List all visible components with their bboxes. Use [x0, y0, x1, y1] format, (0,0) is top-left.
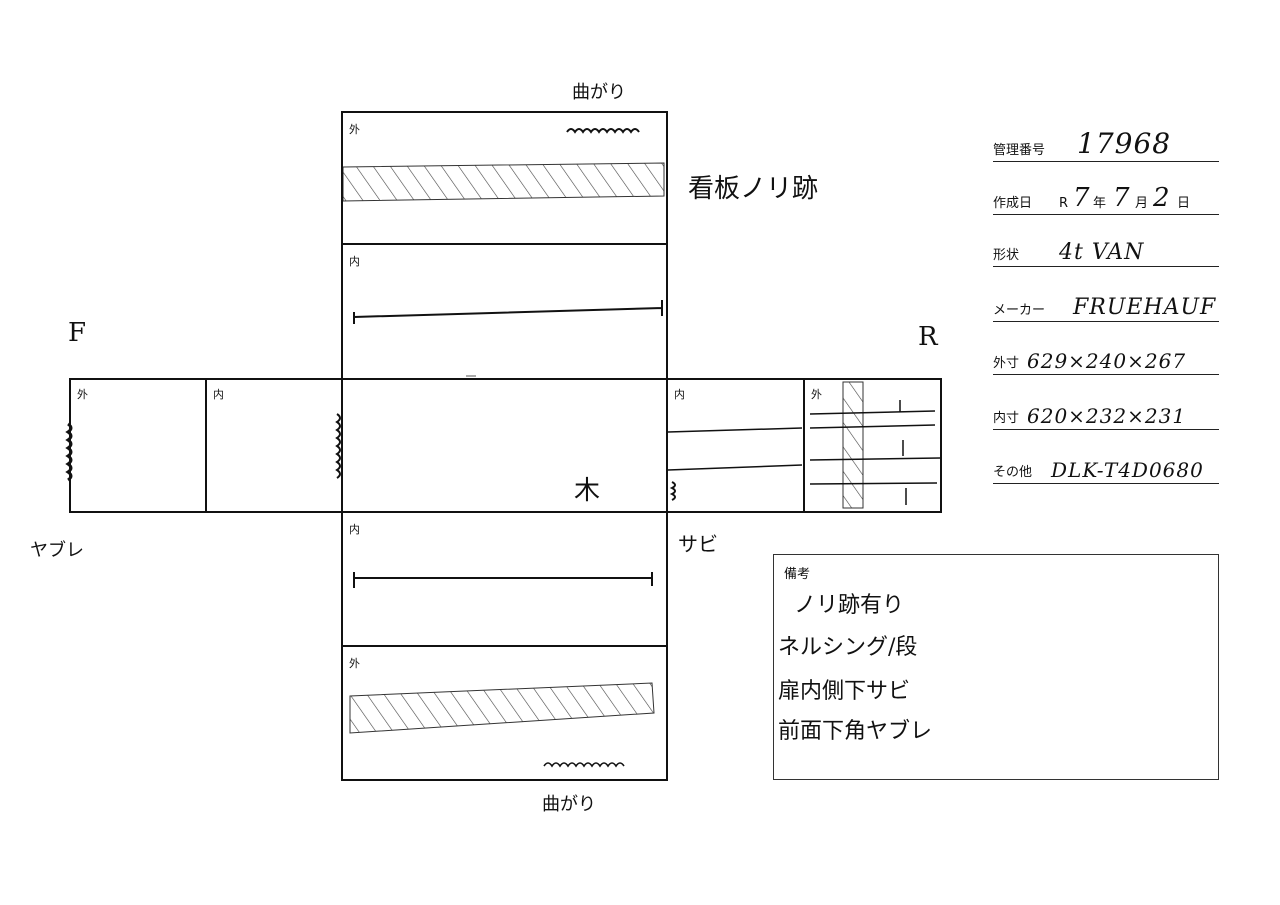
panel-label: 外: [349, 657, 360, 670]
info-creation-date: 作成日 R 7 年 7 月 2 日: [993, 183, 1219, 215]
info-value: 629×240×267: [1027, 349, 1187, 373]
front-marker: F: [68, 318, 87, 348]
remarks-line: 前面下角ヤブレ: [778, 719, 933, 744]
info-management-number: 管理番号 17968: [993, 127, 1219, 162]
info-value: FRUEHAUF: [1073, 295, 1217, 320]
remarks-line: ノリ跡有り: [794, 593, 905, 618]
rear-marker: R: [918, 322, 938, 352]
wood-note: 木: [574, 476, 601, 506]
info-other: その他 DLK-T4D0680: [993, 457, 1219, 484]
info-key: メーカー: [993, 303, 1046, 318]
panel-label: 外: [811, 388, 822, 401]
right-outer-lines: [809, 400, 941, 505]
rust-scribble: [669, 481, 676, 501]
panel-label: 内: [349, 523, 360, 536]
bend-note-bottom: 曲がり: [542, 794, 596, 815]
info-outer-dimensions: 外寸 629×240×267: [993, 348, 1219, 375]
panel-left-outer: 外: [69, 378, 207, 513]
panel-bottom-outer: 外: [341, 645, 668, 781]
remarks-title: 備考: [784, 567, 811, 582]
info-date-year: 7: [1073, 183, 1091, 213]
panel-right-outer: 外: [803, 378, 942, 513]
panel-left-inner: 内: [205, 378, 343, 513]
info-key: 内寸: [993, 411, 1020, 426]
fold-scribble: [335, 413, 341, 479]
info-key: 管理番号: [993, 143, 1046, 158]
bend-scribble-bottom: [543, 762, 625, 768]
info-maker: メーカー FRUEHAUF: [993, 295, 1219, 322]
tear-scribble: [65, 422, 73, 482]
info-date-month: 7: [1113, 183, 1131, 213]
info-key: 作成日: [993, 196, 1033, 211]
tear-note: ヤブレ: [30, 540, 84, 561]
info-key: 外寸: [993, 356, 1020, 371]
bend-scribble-top: [566, 128, 640, 134]
right-inner-lines: [667, 427, 803, 471]
info-inner-dimensions: 内寸 620×232×231: [993, 403, 1219, 430]
info-value: DLK-T4D0680: [1051, 458, 1204, 482]
panel-top-outer: 外: [341, 111, 668, 245]
info-date-era: R: [1059, 196, 1069, 211]
top-inner-line: [353, 300, 663, 324]
rust-note: サビ: [678, 532, 718, 556]
info-date-day: 2: [1153, 183, 1171, 213]
panel-bottom-inner: 内: [341, 511, 668, 647]
bottom-outer-sign-band: [349, 682, 655, 734]
bottom-inner-line: [353, 572, 653, 588]
info-value: 17968: [1077, 127, 1172, 160]
info-value: 620×232×231: [1027, 404, 1187, 428]
panel-floor: [341, 378, 668, 513]
info-date-year-unit: 年: [1093, 196, 1107, 211]
sign-mark-note: 看板ノリ跡: [688, 174, 819, 204]
panel-top-inner: 内: [341, 243, 668, 380]
info-key: 形状: [993, 248, 1020, 263]
remarks-line: 扉内側下サビ: [778, 679, 911, 704]
remarks-box: 備考 ノリ跡有り ネルシング/段 扉内側下サビ 前面下角ヤブレ: [773, 554, 1219, 780]
info-date-month-unit: 月: [1135, 196, 1149, 211]
top-outer-sign-band: [342, 162, 665, 202]
panel-label: 外: [349, 123, 360, 136]
info-value: 4t VAN: [1059, 240, 1145, 265]
info-type: 形状 4t VAN: [993, 240, 1219, 267]
bend-note-top: 曲がり: [572, 82, 626, 103]
panel-label: 外: [77, 388, 88, 401]
panel-label: 内: [674, 388, 685, 401]
info-key: その他: [993, 465, 1033, 480]
info-date-day-unit: 日: [1177, 196, 1191, 211]
panel-right-inner: 内: [666, 378, 805, 513]
remarks-line: ネルシング/段: [778, 635, 918, 660]
panel-label: 内: [213, 388, 224, 401]
panel-label: 内: [349, 255, 360, 268]
